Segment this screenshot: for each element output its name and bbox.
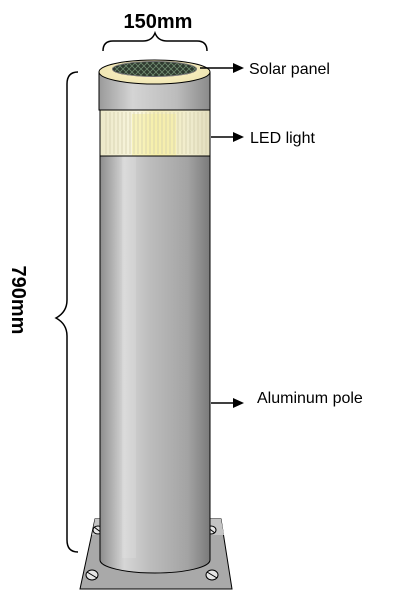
diameter-label: 150mm	[124, 11, 193, 33]
solar-panel-icon	[112, 61, 197, 77]
height-label: 790mm	[7, 266, 29, 335]
callout-led-light: LED light	[211, 130, 315, 147]
pole-cap	[98, 59, 211, 111]
aluminum-pole-label: Aluminum pole	[257, 390, 363, 407]
solar-panel-label: Solar panel	[249, 61, 330, 78]
bolt-icon	[85, 569, 99, 581]
led-light-label: LED light	[250, 130, 315, 147]
height-brace	[54, 71, 79, 553]
callout-solar-panel: Solar panel	[200, 61, 330, 78]
led-light-band	[99, 109, 211, 157]
callout-aluminum-pole: Aluminum pole	[211, 390, 363, 408]
aluminum-pole	[99, 147, 211, 574]
bolt-icon	[205, 569, 219, 581]
diameter-dimension: 150mm	[102, 11, 208, 52]
diameter-brace	[102, 30, 208, 52]
height-dimension: 790mm	[7, 71, 79, 553]
